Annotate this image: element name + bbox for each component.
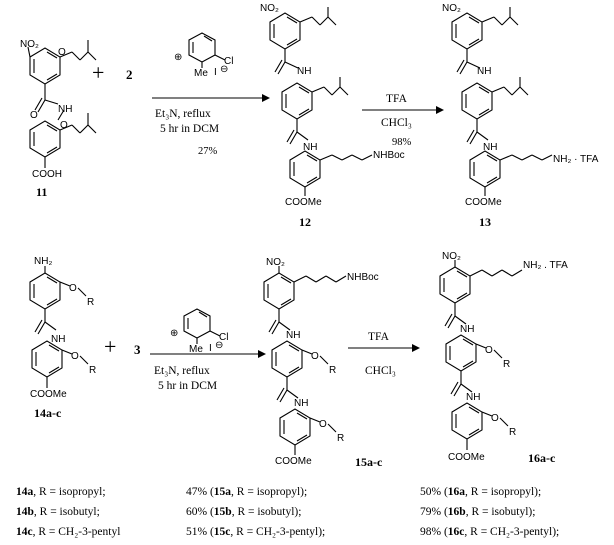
compound-label-12: 12 — [299, 215, 311, 229]
nh-label-15b: NH — [294, 398, 308, 409]
no2-label-16: NO₂ — [442, 251, 461, 262]
list-item: 47% (15a, R = isopropyl); — [186, 486, 308, 498]
no2-label: NO₂ — [20, 39, 39, 50]
carbonyl-o-label: O — [30, 110, 38, 121]
ether-o-label-15a: O — [311, 351, 319, 362]
nh-label-16a: NH — [460, 324, 474, 335]
coome-label-15: COOMe — [275, 456, 312, 467]
cation-symbol: ⊕ — [174, 52, 182, 63]
coome-label-13: COOMe — [465, 197, 502, 208]
ether-o-label-15b: O — [319, 419, 327, 430]
anion-symbol-2: ⊖ — [215, 340, 223, 351]
coome-label-12: COOMe — [285, 197, 322, 208]
list-item: 51% (15c, R = CH₂-3-pentyl); — [186, 526, 326, 538]
anion-symbol: ⊖ — [220, 64, 228, 75]
nh2-tfa-label-16: NH₂ . TFA — [523, 260, 568, 271]
coome-label-14: COOMe — [30, 389, 67, 400]
nh-label: NH — [58, 104, 72, 115]
condition-1-line-2: 5 hr in DCM — [160, 123, 219, 135]
pyridinium-reagent-2 — [183, 308, 221, 344]
r-label-15b: R — [337, 433, 344, 444]
r-label-16a: R — [503, 359, 510, 370]
compound-16-structure — [439, 260, 523, 450]
compound-12-structure — [269, 7, 373, 196]
nh-label-15a: NH — [286, 330, 300, 341]
compound-label-16: 16a-c — [528, 451, 556, 465]
list-item: 50% (16a, R = isopropyl); — [420, 486, 542, 498]
methyl-label-2: Me — [189, 344, 203, 355]
cl-label: Cl — [224, 56, 233, 67]
list-item: 14a, R = isopropyl; — [16, 486, 106, 498]
no2-label-13: NO₂ — [442, 3, 461, 14]
condition-2-line-1: TFA — [386, 93, 408, 105]
cation-symbol-2: ⊕ — [170, 328, 178, 339]
condition-2-yield: 98% — [392, 137, 412, 148]
ether-o-label-14b: O — [71, 351, 79, 362]
ether-o-label-2: O — [60, 120, 68, 131]
compound-15-structure — [263, 266, 347, 455]
condition-3-line-2: 5 hr in DCM — [158, 380, 217, 392]
condition-2-line-2: CHCl₃ — [381, 117, 412, 129]
condition-3-line-1: Et₃N, reflux — [154, 365, 210, 377]
r-label-15a: R — [329, 365, 336, 376]
plus-sign-2: + — [104, 334, 116, 359]
nh-label-12a: NH — [297, 66, 311, 77]
list-item: 14c, R = CH₂-3-pentyl — [16, 526, 121, 538]
no2-label-12: NO₂ — [260, 3, 279, 14]
list-item: 98% (16c, R = CH₂-3-pentyl); — [420, 526, 560, 538]
compound-11-structure — [27, 40, 97, 168]
r-label-14b: R — [89, 365, 96, 376]
list-item: 14b, R = isobutyl; — [16, 506, 100, 518]
nh-label-14: NH — [51, 334, 65, 345]
ether-o-label-14a: O — [69, 283, 77, 294]
compound-label-2: 2 — [126, 67, 133, 82]
condition-1-yield: 27% — [198, 146, 218, 157]
condition-4-line-2: CHCl₃ — [365, 365, 396, 377]
nh2-tfa-label-13: NH₂ · TFA — [553, 154, 599, 165]
compound-label-13: 13 — [479, 215, 491, 229]
compound-label-15: 15a-c — [355, 455, 383, 469]
compound-13-structure — [451, 7, 553, 196]
cooh-label: COOH — [32, 169, 62, 180]
ether-o-label: O — [58, 47, 66, 58]
no2-label-15: NO₂ — [266, 257, 285, 268]
plus-sign: + — [92, 60, 104, 85]
r-label-16b: R — [509, 427, 516, 438]
iodide-label-2: I — [209, 343, 212, 354]
nh-label-12b: NH — [303, 142, 317, 153]
compound-label-3: 3 — [134, 342, 141, 357]
pyridinium-reagent — [188, 32, 226, 68]
nh-label-13b: NH — [483, 142, 497, 153]
nh-label-13a: NH — [477, 66, 491, 77]
methyl-label: Me — [194, 68, 208, 79]
compound-label-14: 14a-c — [34, 406, 62, 420]
condition-1-line-1: Et₃N, reflux — [155, 108, 211, 120]
coome-label-16: COOMe — [448, 452, 485, 463]
nh-label-16b: NH — [466, 392, 480, 403]
compound-label-11: 11 — [36, 185, 47, 199]
nh2-label-14: NH₂ — [34, 256, 52, 267]
ether-o-label-16b: O — [491, 413, 499, 424]
cl-label-2: Cl — [219, 332, 228, 343]
nhboc-label-15: NHBoc — [347, 272, 379, 283]
condition-4-line-1: TFA — [368, 331, 390, 343]
r-label-14a: R — [87, 297, 94, 308]
list-item: 60% (15b, R = isobutyl); — [186, 506, 302, 518]
nhboc-label-12: NHBoc — [373, 150, 405, 161]
ether-o-label-16a: O — [485, 345, 493, 356]
list-item: 79% (16b, R = isobutyl); — [420, 506, 536, 518]
iodide-label: I — [214, 67, 217, 78]
compound-14-structure — [29, 266, 89, 388]
